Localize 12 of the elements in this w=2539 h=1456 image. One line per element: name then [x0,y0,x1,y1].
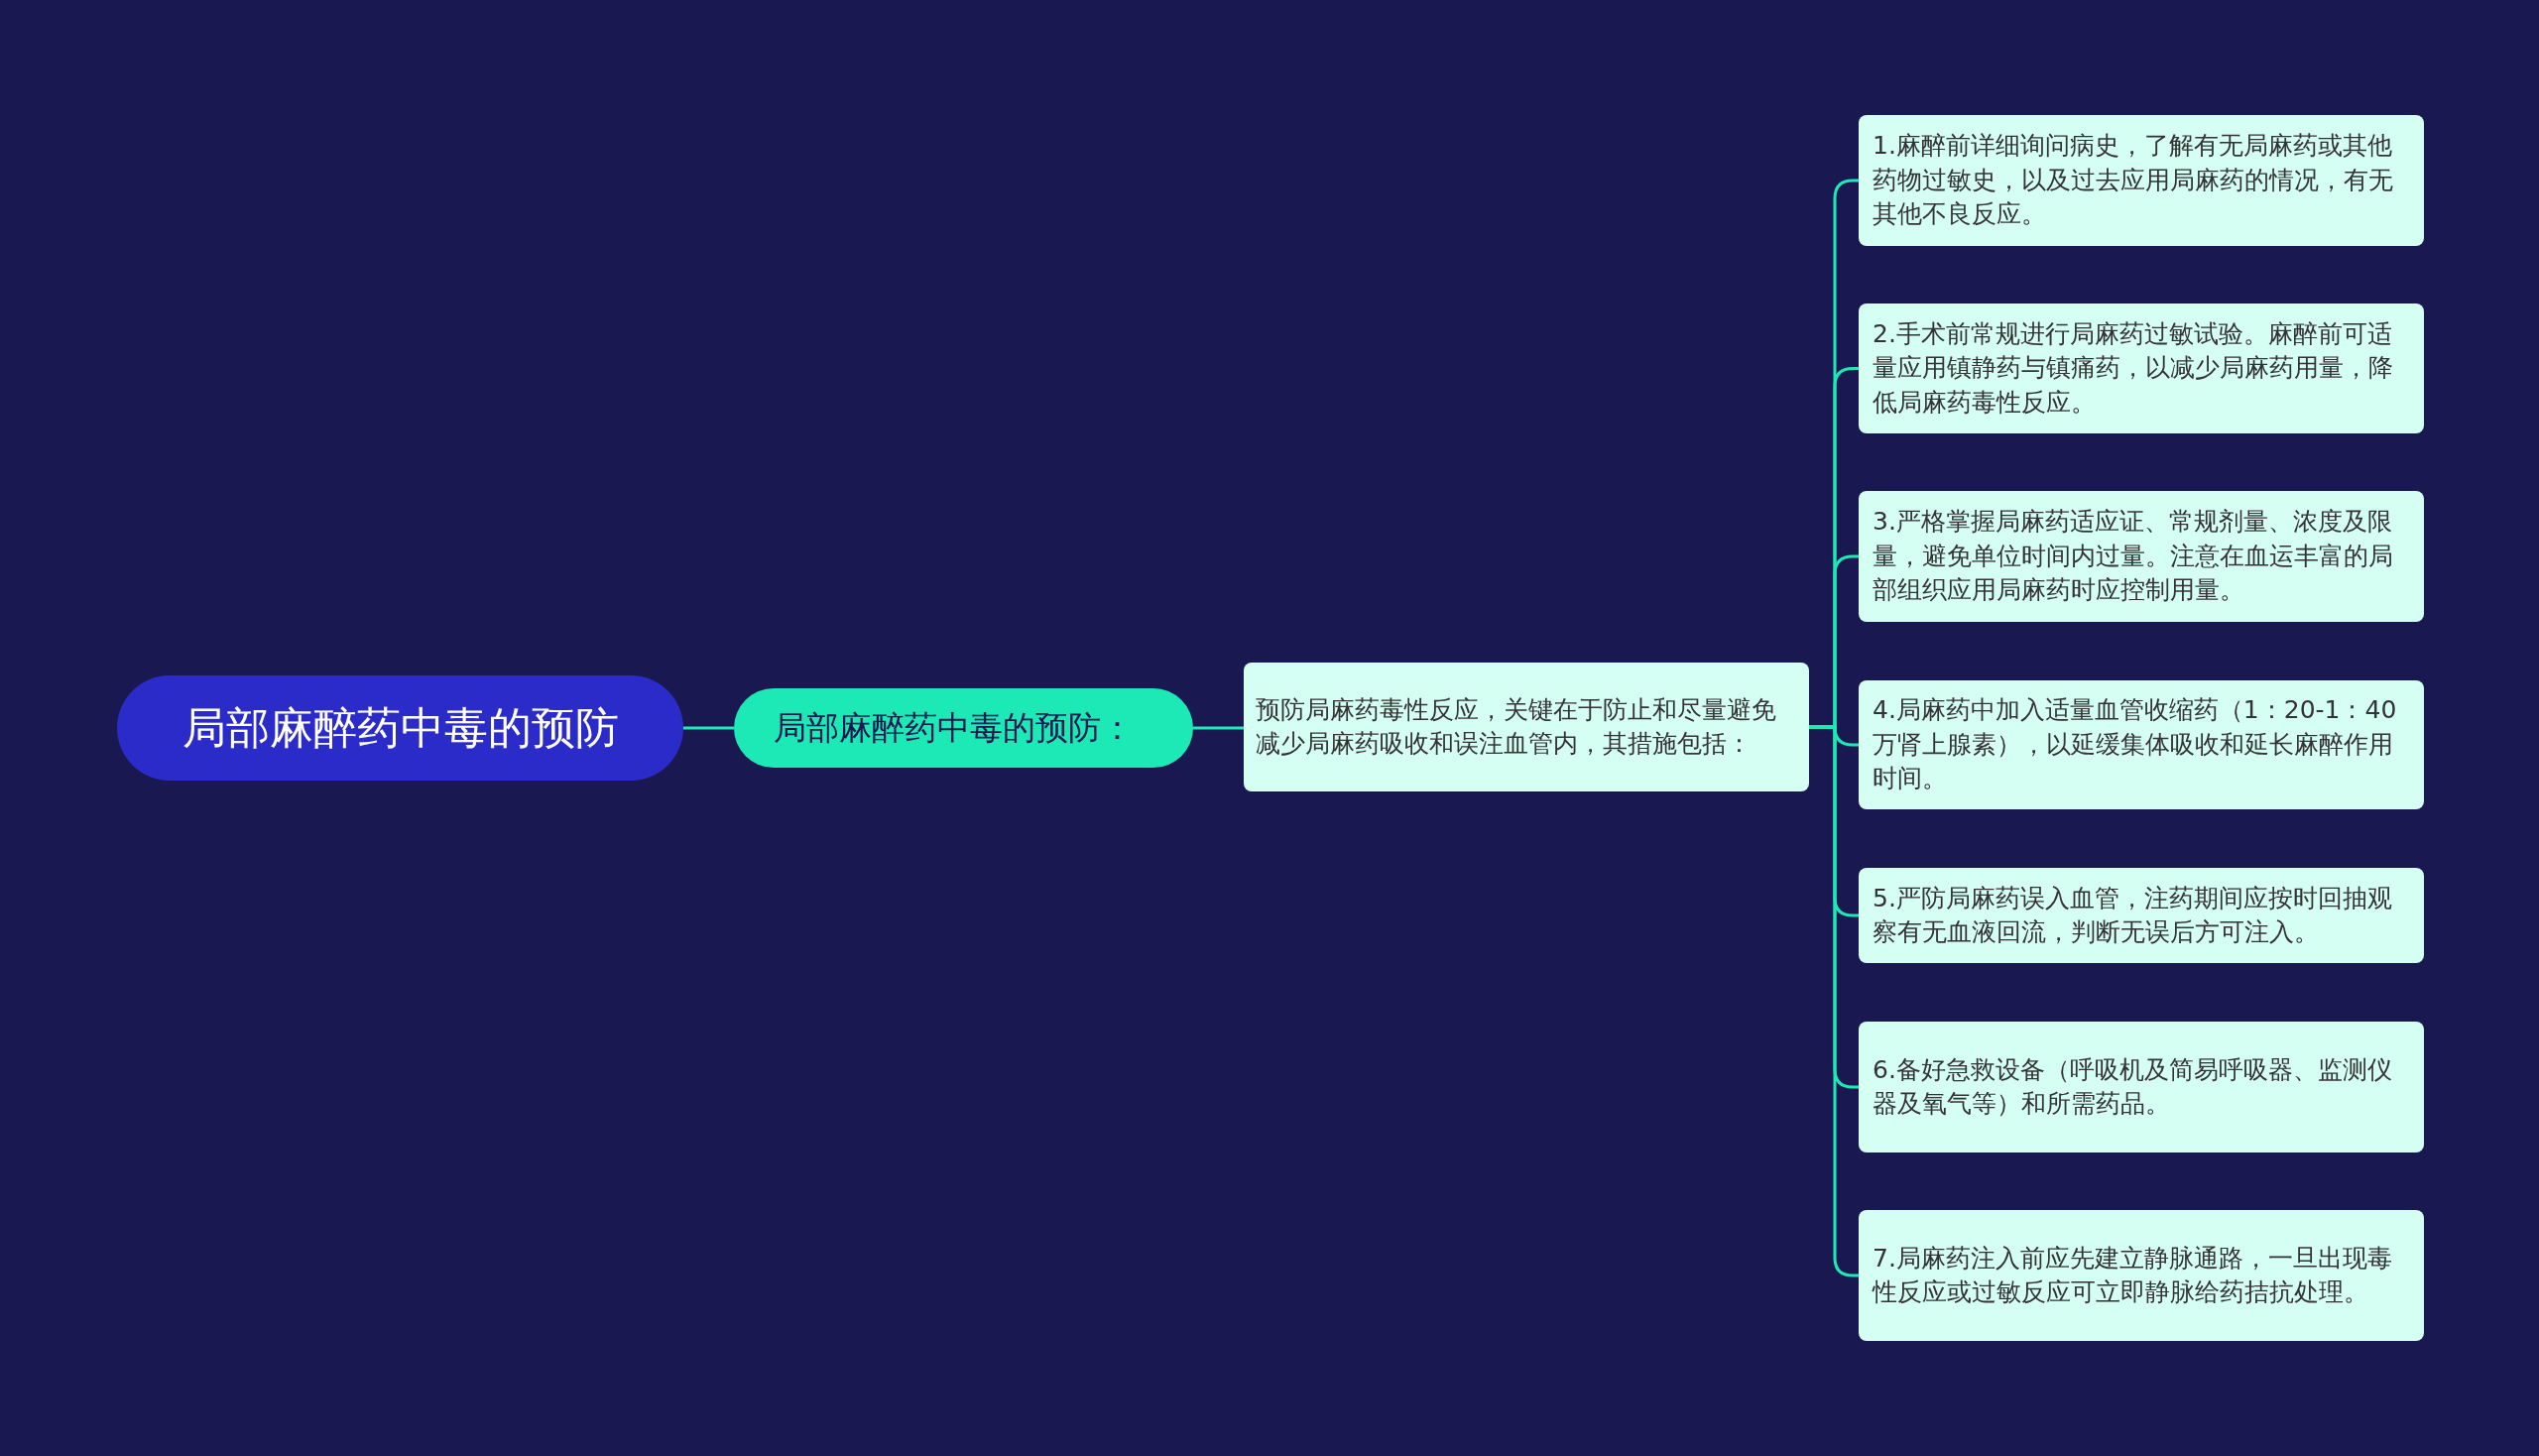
text-card: 2.手术前常规进行局麻药过敏试验。麻醉前可适量应用镇静药与镇痛药，以减少局麻药用量，降低局麻药毒性反应。 [1859,303,2424,433]
text-card: 5.严防局麻药误入血管，注药期间应按时回抽观察有无血液回流，判断无误后方可注入。 [1859,868,2424,963]
text-card: 3.严格掌握局麻药适应证、常规剂量、浓度及限量，避免单位时间内过量。注意在血运丰富的局部组织应用局麻药时应控制用量。 [1859,491,2424,622]
text-card: 6.备好急救设备（呼吸机及简易呼吸器、监测仪器及氧气等）和所需药品。 [1859,1022,2424,1153]
connector-line [683,726,734,730]
text-card: 1.麻醉前详细询问病史，了解有无局麻药或其他药物过敏史，以及过去应用局麻药的情况，有无其他不良反应。 [1859,115,2424,246]
connector-line [1193,726,1244,730]
topic-box: 局部麻醉药中毒的预防： [734,688,1193,768]
root-topic-box: 局部麻醉药中毒的预防 [117,675,683,781]
text-card: 7.局麻药注入前应先建立静脉通路，一旦出现毒性反应或过敏反应可立即静脉给药拮抗处理。 [1859,1210,2424,1341]
text-card: 4.局麻药中加入适量血管收缩药（1：20-1：40万肾上腺素），以延缓集体吸收和延长麻醉作用时间。 [1859,680,2424,809]
text-card: 预防局麻药毒性反应，关键在于防止和尽量避免减少局麻药吸收和误注血管内，其措施包括： [1244,663,1809,791]
